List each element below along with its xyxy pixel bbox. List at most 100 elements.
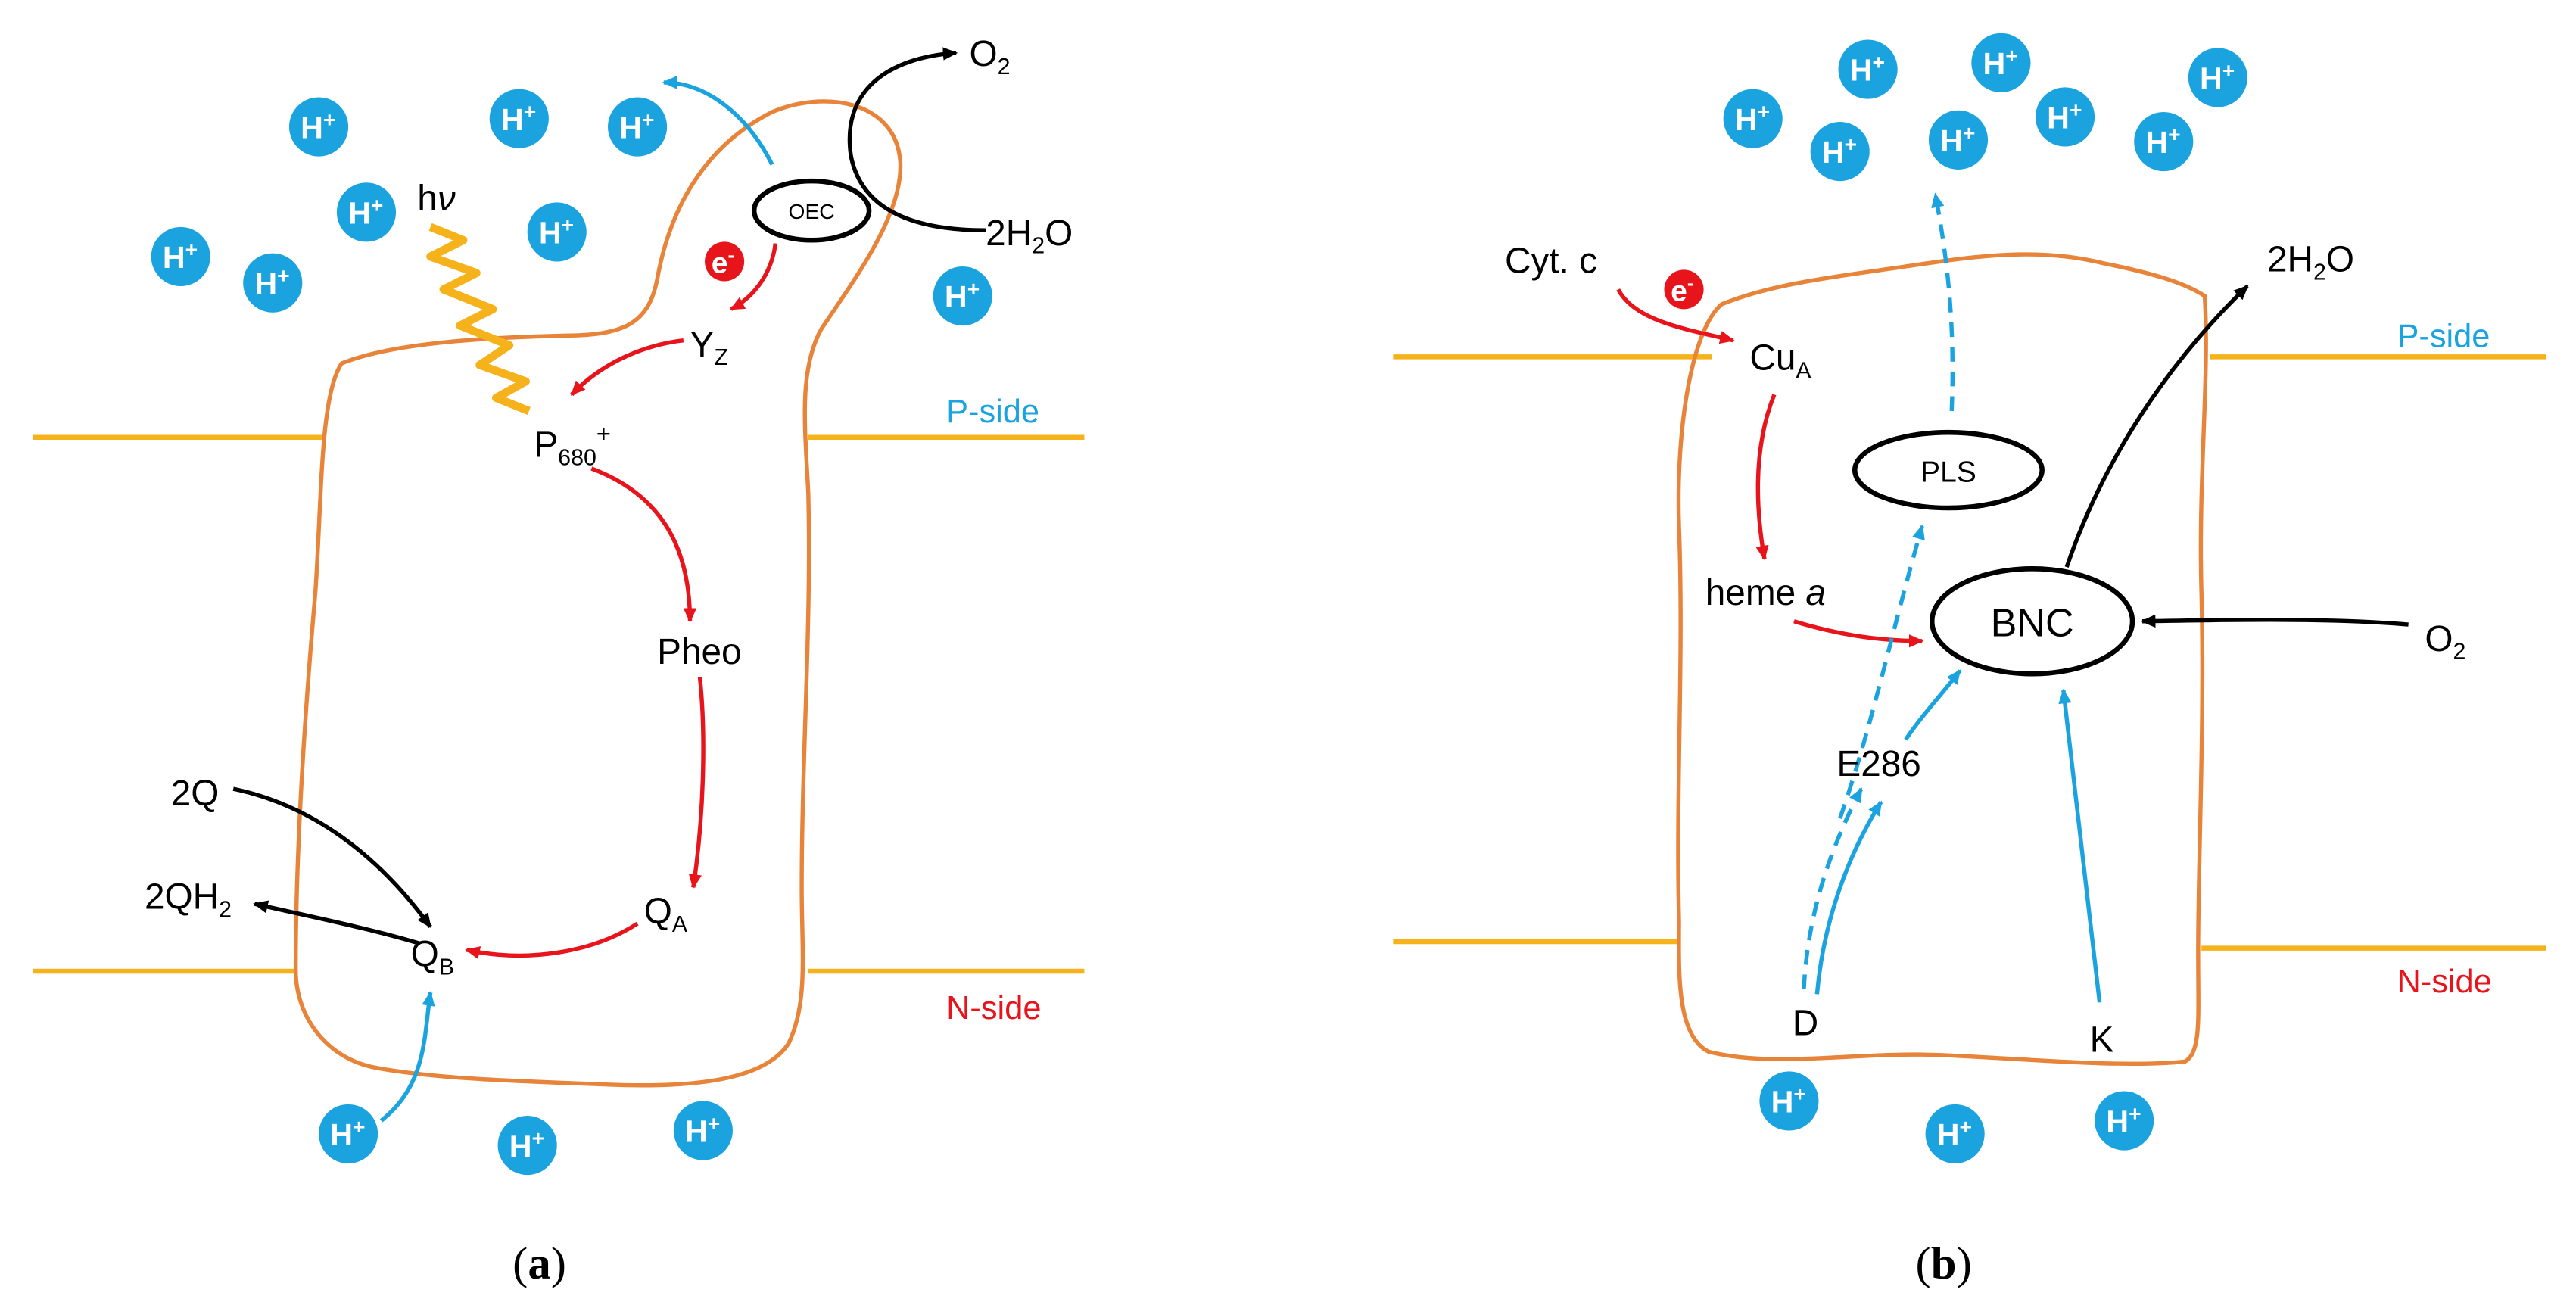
svg-text:H+: H+	[1822, 132, 1857, 170]
e286-label: E286	[1836, 744, 1920, 784]
svg-text:H+: H+	[2200, 58, 2235, 95]
oec-ellipse	[751, 178, 872, 243]
p680-label: P680+	[534, 420, 611, 470]
pls-label: PLS	[1920, 456, 1976, 488]
proton-to-qb-arrow	[379, 991, 435, 1123]
o2-label-b: O2	[2425, 619, 2465, 665]
svg-text:H+: H+	[163, 237, 198, 275]
proton-b-2: H+	[1971, 33, 2031, 92]
proton-a-1: H+	[288, 97, 349, 157]
e286-to-bnc-arrow	[1904, 669, 1962, 741]
caption-b: (b)	[1916, 1238, 1972, 1289]
proton-b-4: H+	[1723, 89, 1783, 148]
quinone-to-qb-arrow	[232, 786, 432, 929]
n-side-label-a: N-side	[946, 990, 1041, 1026]
pls-dashed-to-top	[1931, 192, 1955, 412]
electron-badge-a: e-	[705, 241, 745, 282]
bnc-ellipse	[1929, 566, 2135, 677]
k-to-bnc-arrow	[2058, 688, 2102, 1003]
proton-b-3: H+	[2188, 48, 2247, 107]
d-dashed-to-e286	[1802, 787, 1864, 990]
proton-b-9: H+	[1759, 1071, 1819, 1131]
proton-b-6: H+	[1810, 121, 1870, 182]
svg-text:H+: H+	[1850, 50, 1885, 88]
p-side-label-b: P-side	[2397, 318, 2490, 354]
svg-text:e-: e-	[1671, 271, 1693, 307]
cytc-to-cua-arrow	[1616, 288, 1735, 344]
proton-a-6: H+	[151, 226, 210, 287]
svg-text:H+: H+	[330, 1114, 365, 1152]
svg-text:H+: H+	[685, 1111, 720, 1149]
caption-a: (a)	[512, 1238, 566, 1289]
bnc-label: BNC	[1991, 601, 2074, 645]
proton-a-2: H+	[489, 89, 549, 148]
quinol-label: 2QH2	[145, 877, 232, 923]
proton-a-11: H+	[673, 1101, 733, 1160]
heme-a-label: heme a	[1705, 573, 1826, 613]
cua-to-heme-arrow	[1755, 394, 1777, 561]
svg-text:H+: H+	[1937, 1114, 1972, 1152]
panel-b: P-side N-side H+ H+ H+ H+ H+ H+ H+ H+ H+…	[1393, 33, 2546, 1289]
proton-a-3: H+	[608, 97, 668, 157]
heme-to-bnc-arrow	[1793, 619, 1924, 648]
svg-text:H+: H+	[1983, 43, 2018, 81]
proton-b-11: H+	[2095, 1091, 2154, 1151]
pheo-label: Pheo	[657, 632, 741, 672]
pls-ellipse	[1852, 429, 2045, 511]
cco-protein-outline	[1676, 252, 2208, 1067]
proton-a-5: H+	[527, 202, 587, 262]
svg-text:H+: H+	[945, 276, 980, 314]
svg-text:H+: H+	[539, 212, 574, 250]
water-oxidation-arrow	[847, 47, 986, 232]
d-to-e286-arrow	[1814, 800, 1883, 995]
cytc-label: Cyt. c	[1505, 241, 1597, 282]
proton-a-4: H+	[336, 182, 397, 242]
proton-b-10: H+	[1925, 1104, 1985, 1163]
svg-text:H+: H+	[1940, 120, 1975, 158]
svg-text:H+: H+	[1771, 1081, 1806, 1119]
yz-label: YZ	[690, 325, 728, 370]
svg-text:H+: H+	[2145, 122, 2180, 160]
svg-text:H+: H+	[1735, 99, 1770, 137]
proton-a-9: H+	[319, 1104, 378, 1163]
pheo-to-qa-arrow	[688, 677, 706, 889]
svg-text:H+: H+	[2047, 97, 2082, 135]
proton-a-10: H+	[497, 1116, 557, 1176]
proton-b-5: H+	[2035, 87, 2095, 147]
oec-label: OEC	[789, 199, 835, 223]
o2-to-bnc-arrow	[2140, 614, 2409, 628]
water-label-b: 2H2O	[2267, 239, 2354, 285]
light-wave	[426, 223, 531, 416]
water-label-a: 2H2O	[986, 213, 1073, 259]
hv-label: hν	[417, 179, 456, 219]
n-side-label-b: N-side	[2397, 964, 2491, 1000]
qa-to-qb-arrow	[465, 921, 639, 960]
panel-a: P-side N-side H+ H+ H+ H+ H+ H+ H+ H+ H+…	[33, 34, 1085, 1289]
yz-to-p680-arrow	[570, 338, 684, 397]
psii-protein-outline	[293, 99, 903, 1088]
proton-b-8: H+	[2134, 111, 2194, 172]
p680-to-pheo-arrow	[590, 466, 697, 623]
proton-a-8: H+	[933, 266, 992, 326]
svg-text:H+: H+	[509, 1126, 544, 1163]
svg-text:H+: H+	[501, 99, 536, 137]
svg-text:H+: H+	[301, 107, 335, 145]
proton-a-7: H+	[243, 253, 303, 313]
o2-label-a: O2	[969, 34, 1010, 79]
oec-proton-release-arrow	[662, 76, 774, 166]
proton-b-7: H+	[1928, 110, 1989, 170]
cua-label: CuA	[1749, 338, 1811, 384]
svg-text:e-: e-	[712, 243, 734, 279]
oec-to-yz-arrow	[729, 243, 778, 311]
electron-badge-b: e-	[1664, 269, 1704, 310]
p-side-label-a: P-side	[946, 394, 1039, 430]
pump-dashed-to-pls	[1838, 524, 1925, 820]
k-label: K	[2090, 1020, 2114, 1060]
quinone-label: 2Q	[171, 774, 220, 814]
svg-text:H+: H+	[348, 192, 383, 230]
svg-text:H+: H+	[2106, 1101, 2141, 1139]
svg-text:H+: H+	[619, 107, 654, 145]
bnc-to-water-arrow	[2064, 285, 2249, 568]
qb-to-quinol-arrow	[253, 900, 420, 945]
